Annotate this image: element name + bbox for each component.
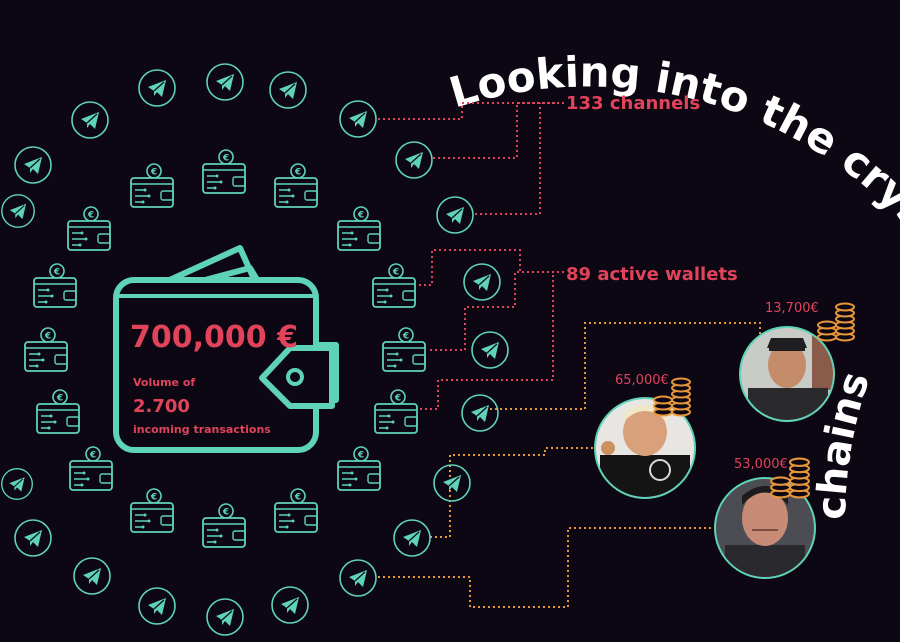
euro-wallet-icon — [33, 263, 77, 308]
telegram-icon — [1, 468, 33, 500]
active-wallets-callout: 89 active wallets — [566, 264, 738, 285]
telegram-icon — [339, 559, 377, 597]
euro-wallet-icon — [69, 446, 113, 491]
euro-wallet-icon — [372, 263, 416, 308]
telegram-icon — [395, 141, 433, 179]
telegram-icon — [271, 586, 309, 624]
person-amount: 65,000€ — [615, 373, 669, 388]
telegram-icon — [73, 557, 111, 595]
telegram-icon — [14, 146, 52, 184]
euro-wallet-icon — [337, 446, 381, 491]
wallet-amount: 700,000 € — [130, 320, 298, 355]
coin-stack-icon — [816, 302, 856, 342]
euro-wallet-icon — [382, 327, 426, 372]
euro-wallet-icon — [36, 389, 80, 434]
telegram-icon — [206, 598, 244, 636]
telegram-icon — [461, 394, 499, 432]
euro-wallet-icon — [130, 163, 174, 208]
telegram-icon — [138, 69, 176, 107]
euro-wallet-icon — [202, 149, 246, 194]
euro-wallet-icon — [130, 488, 174, 533]
connector-lines — [378, 102, 761, 608]
volume-label: Volume of — [133, 376, 195, 389]
person-amount: 13,700€ — [765, 301, 819, 316]
telegram-icon — [433, 464, 471, 502]
volume-value: 2.700 — [133, 396, 190, 417]
person-amount: 53,000€ — [734, 457, 788, 472]
central-wallet-icon — [113, 245, 339, 453]
euro-wallet-icon — [274, 488, 318, 533]
telegram-icon — [463, 263, 501, 301]
euro-wallet-icon — [374, 389, 418, 434]
telegram-icon — [436, 196, 474, 234]
telegram-icon — [138, 587, 176, 625]
euro-wallet-icon — [67, 206, 111, 251]
telegram-icon — [471, 331, 509, 369]
telegram-icon — [339, 100, 377, 138]
telegram-icon — [206, 63, 244, 101]
person-portrait — [714, 477, 816, 579]
channels-callout: 133 channels — [566, 93, 700, 114]
telegram-icon — [71, 101, 109, 139]
euro-wallet-icon — [202, 503, 246, 548]
volume-caption: incoming transactions — [133, 423, 271, 436]
euro-wallet-icon — [337, 206, 381, 251]
telegram-icon — [1, 194, 35, 228]
telegram-icon — [393, 519, 431, 557]
telegram-icon — [14, 519, 52, 557]
euro-wallet-icon — [24, 327, 68, 372]
euro-wallet-icon — [274, 163, 318, 208]
telegram-icon — [269, 71, 307, 109]
